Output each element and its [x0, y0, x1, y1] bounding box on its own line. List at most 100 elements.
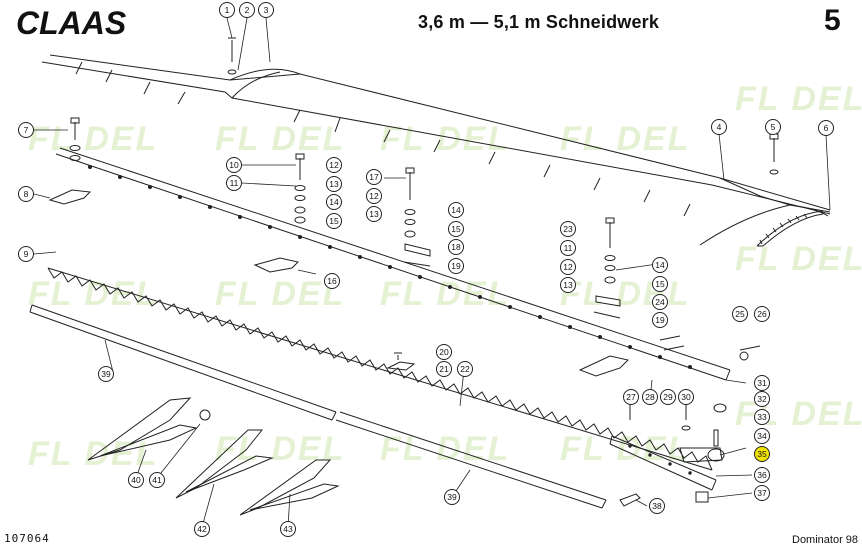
callout-circle [326, 213, 342, 229]
watermark-text: FL DEL [735, 240, 862, 278]
callout-14: 14 [652, 257, 668, 273]
callout-40: 40 [128, 472, 144, 488]
callout-circle [436, 344, 452, 360]
callout-16: 16 [324, 273, 340, 289]
callout-label: 32 [757, 394, 767, 404]
callout-label: 15 [655, 279, 665, 289]
callout-circle [560, 277, 576, 293]
callout-label: 31 [757, 378, 767, 388]
claas-logo: CLAAS [16, 5, 127, 40]
callout-circle [765, 119, 781, 135]
callout-label: 15 [329, 216, 339, 226]
callout-label: 3 [264, 5, 269, 15]
watermark-text: FL DEL [215, 430, 345, 468]
callout-circle [239, 2, 255, 18]
callout-10: 10 [226, 157, 242, 173]
callout-label: 41 [152, 475, 162, 485]
callout-12: 12 [366, 188, 382, 204]
callout-29: 29 [660, 389, 676, 405]
callout-label: 21 [439, 364, 449, 374]
callout-circle [652, 276, 668, 292]
callout-25: 25 [732, 306, 748, 322]
watermark-layer: FL DEL FL DEL FL DEL FL DEL FL DEL FL DE… [28, 80, 862, 473]
callout-15: 15 [652, 276, 668, 292]
callout-label: 29 [663, 392, 673, 402]
callout-circle [652, 312, 668, 328]
callout-circle [754, 446, 770, 462]
callout-circle [560, 240, 576, 256]
callout-9: 9 [18, 246, 34, 262]
callout-circle [642, 389, 658, 405]
callout-label: 28 [645, 392, 655, 402]
watermark-text: FL DEL [215, 275, 345, 313]
callout-label: 12 [563, 262, 573, 272]
callout-label: 4 [717, 122, 722, 132]
callout-circle [366, 169, 382, 185]
callout-34: 34 [754, 428, 770, 444]
callout-circle [732, 306, 748, 322]
cover-sheet [41, 54, 831, 217]
long-bar-upper [29, 304, 337, 421]
callout-label: 26 [757, 309, 767, 319]
callout-43: 43 [280, 521, 296, 537]
callout-12: 12 [560, 259, 576, 275]
callout-3: 3 [258, 2, 274, 18]
callout-circle [448, 202, 464, 218]
callout-circle [660, 389, 676, 405]
guard-bar [55, 147, 731, 381]
callout-circle [128, 472, 144, 488]
callout-26: 26 [754, 306, 770, 322]
callout-circle [754, 467, 770, 483]
callout-39: 39 [98, 366, 114, 382]
callout-35: 35 [754, 446, 770, 462]
callout-label: 13 [563, 280, 573, 290]
callout-label: 11 [564, 243, 573, 253]
callout-circle [652, 294, 668, 310]
callout-label: 8 [24, 189, 29, 199]
callout-circle [754, 391, 770, 407]
callout-label: 17 [369, 172, 379, 182]
page-title: 3,6 m — 5,1 m Schneidwerk [418, 12, 660, 32]
knife-back-strip [609, 435, 717, 491]
knife-head [679, 429, 725, 463]
callout-label: 14 [655, 260, 665, 270]
callout-circle [448, 221, 464, 237]
callout-label: 35 [757, 449, 767, 459]
callout-22: 22 [457, 361, 473, 377]
callout-1: 1 [219, 2, 235, 18]
callout-circle [98, 366, 114, 382]
callout-38: 38 [649, 498, 665, 514]
callout-label: 19 [451, 261, 461, 271]
callout-circle [623, 389, 639, 405]
callout-17: 17 [366, 169, 382, 185]
watermark-text: FL DEL [560, 430, 690, 468]
callout-39: 39 [444, 489, 460, 505]
model-name: Dominator 98 [792, 534, 859, 546]
callout-19: 19 [448, 258, 464, 274]
callout-circle [754, 428, 770, 444]
callout-label: 27 [626, 392, 636, 402]
callout-circle [280, 521, 296, 537]
callout-label: 13 [329, 179, 339, 189]
callout-circle [818, 120, 834, 136]
callout-circle [448, 239, 464, 255]
callout-37: 37 [754, 485, 770, 501]
callout-circle [649, 498, 665, 514]
callout-30: 30 [678, 389, 694, 405]
callout-13: 13 [366, 206, 382, 222]
guard-finger [48, 189, 629, 377]
watermark-text: FL DEL [560, 120, 690, 158]
leader-lines [33, 17, 831, 528]
callout-33: 33 [754, 409, 770, 425]
callout-circle [652, 257, 668, 273]
callout-19: 19 [652, 312, 668, 328]
callout-21: 21 [436, 361, 452, 377]
callout-42: 42 [194, 521, 210, 537]
callout-circle [194, 521, 210, 537]
callout-label: 1 [225, 5, 230, 15]
callout-15: 15 [326, 213, 342, 229]
callout-circle [326, 157, 342, 173]
